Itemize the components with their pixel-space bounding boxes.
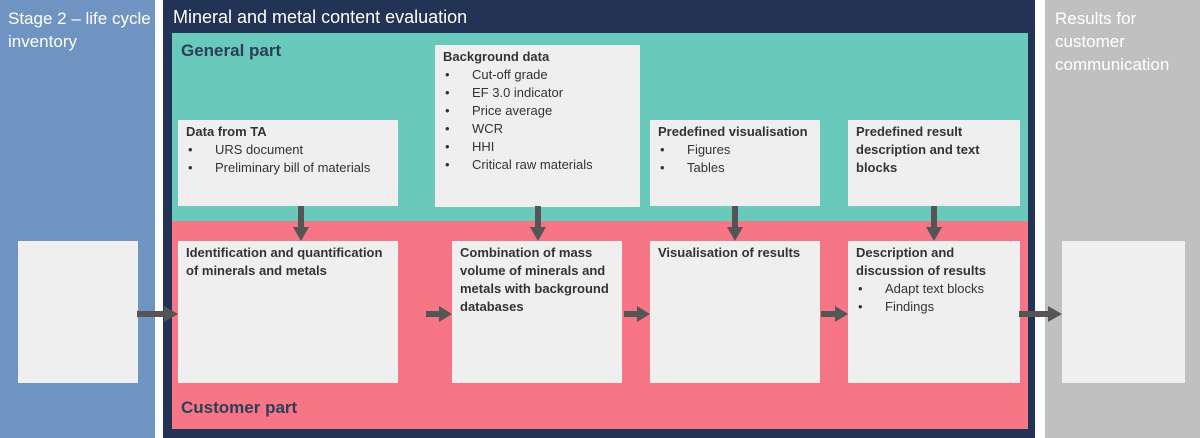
stage-2-title: Stage 2 – life cycle inventory [8, 9, 151, 51]
customer-part-label: Customer part [181, 398, 298, 417]
predefined-visualisation-box: Predefined visualisation Figures Tables [650, 120, 820, 206]
list-item: Tables [658, 159, 812, 177]
background-data-title: Background data [443, 49, 550, 64]
main-title: Mineral and metal content evaluation [173, 7, 468, 27]
predefined-visualisation-title: Predefined visualisation [658, 124, 808, 139]
predefined-visualisation-list: Figures Tables [658, 141, 812, 177]
list-item: Preliminary bill of materials [186, 159, 390, 177]
list-item: Cut-off grade [443, 66, 632, 84]
list-item: Figures [658, 141, 812, 159]
arrow-down-data-from-ta [293, 206, 309, 241]
arrow-down-predefined-visualisation [727, 206, 743, 241]
list-item: Findings [856, 298, 1012, 316]
list-item: WCR [443, 120, 632, 138]
arrow-right-description-to-results [1019, 306, 1062, 322]
list-item: EF 3.0 indicator [443, 84, 632, 102]
predefined-result-box: Predefined result description and text b… [848, 120, 1020, 206]
data-from-ta-list: URS document Preliminary bill of materia… [186, 141, 390, 177]
combination-box: Combination of mass volume of minerals a… [452, 241, 622, 383]
list-item: HHI [443, 138, 632, 156]
visualisation-title: Visualisation of results [658, 245, 801, 260]
identification-title: Identification and quantification of min… [186, 245, 383, 278]
predefined-result-title: Predefined result description and text b… [856, 124, 980, 175]
arrow-right-identification-to-combination [426, 306, 452, 322]
background-data-list: Cut-off grade EF 3.0 indicator Price ave… [443, 66, 632, 174]
list-item: URS document [186, 141, 390, 159]
list-item: Price average [443, 102, 632, 120]
data-from-ta-title: Data from TA [186, 124, 267, 139]
general-part-label: General part [181, 41, 282, 60]
arrow-down-background-data [530, 206, 546, 241]
data-from-ta-box: Data from TA URS document Preliminary bi… [178, 120, 398, 206]
background-data-box: Background data Cut-off grade EF 3.0 ind… [435, 45, 640, 207]
stage-2-placeholder-box [18, 241, 138, 383]
arrow-right-visualisation-to-description [821, 306, 848, 322]
description-title: Description and discussion of results [856, 245, 987, 278]
description-list: Adapt text blocks Findings [856, 280, 1012, 316]
arrow-down-predefined-result [926, 206, 942, 241]
results-title: Results for customer communication [1055, 9, 1170, 74]
combination-title: Combination of mass volume of minerals a… [460, 245, 609, 314]
visualisation-box: Visualisation of results [650, 241, 820, 383]
arrow-right-combination-to-visualisation [624, 306, 650, 322]
arrow-right-stage2-to-identification [137, 306, 178, 322]
results-placeholder-box [1062, 241, 1185, 383]
list-item: Critical raw materials [443, 156, 632, 174]
identification-box: Identification and quantification of min… [178, 241, 398, 383]
list-item: Adapt text blocks [856, 280, 1012, 298]
description-box: Description and discussion of results Ad… [848, 241, 1020, 383]
